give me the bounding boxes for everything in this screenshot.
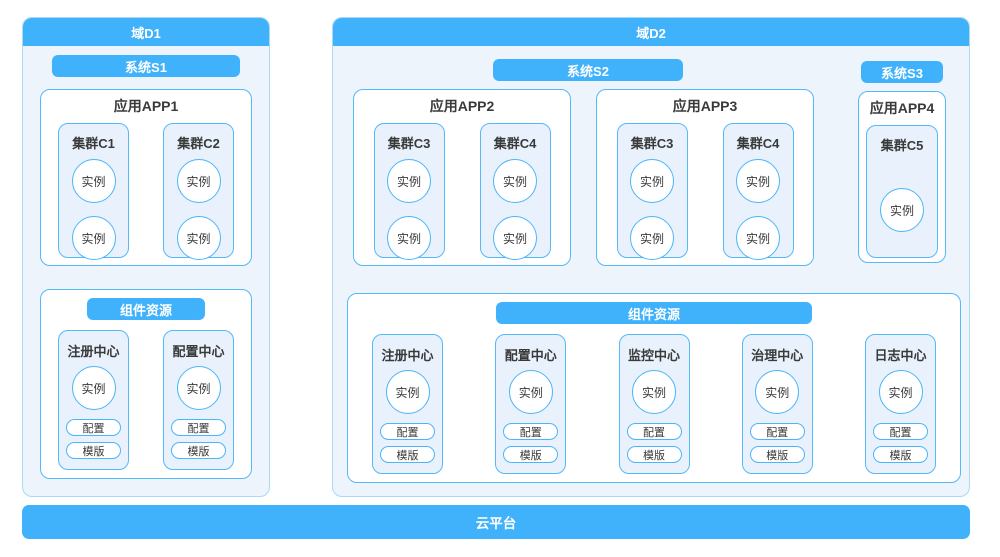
center-box-registry: 注册中心 实例 配置 模版 [372,334,443,474]
template-pill: 模版 [380,446,435,463]
system-badge-s1: 系统S1 [52,55,240,77]
cluster-title: 集群C4 [493,136,537,151]
domain-d2-title: 域D2 [636,25,666,41]
center-box-registry: 注册中心 实例 配置 模版 [58,330,129,470]
template-pill: 模版 [171,442,226,459]
app-box-app2: 应用APP2 集群C3 实例 实例 集群C4 实例 实例 [353,89,571,266]
instance-circle: 实例 [878,370,923,414]
center-box-config: 配置中心 实例 配置 模版 [495,334,567,474]
center-box-monitor: 监控中心 实例 配置 模版 [618,334,690,474]
center-title: 配置中心 [172,344,225,359]
center-title: 日志中心 [874,348,927,363]
center-box-config: 配置中心 实例 配置 模版 [163,330,234,470]
config-pill: 配置 [626,423,682,440]
cluster-box-c2: 集群C2 实例 实例 [163,123,234,260]
config-pill: 配置 [749,423,805,440]
cluster-title: 集群C5 [880,138,924,153]
instance-circle: 实例 [71,216,116,260]
cluster-title: 集群C2 [177,136,220,151]
cluster-box-c3: 集群C3 实例 实例 [616,123,688,260]
app-box-app1: 应用APP1 集群C1 实例 实例 集群C2 实例 实例 [40,89,252,266]
instance-circle: 实例 [385,370,430,414]
instance-circle: 实例 [387,159,431,203]
instance-circle: 实例 [736,216,780,260]
instance-circle: 实例 [632,370,676,414]
center-row: 注册中心 实例 配置 模版 配置中心 实例 配置 模版 [41,330,251,470]
instance-circle: 实例 [71,366,116,410]
app-box-app3: 应用APP3 集群C3 实例 实例 集群C4 实例 实例 [596,89,814,266]
template-pill: 模版 [873,446,928,463]
instance-circle: 实例 [493,216,537,260]
instance-circle: 实例 [387,216,431,260]
component-resources-badge: 组件资源 [87,298,205,320]
template-pill: 模版 [66,442,121,459]
template-pill: 模版 [503,446,559,463]
component-resources-box: 组件资源 注册中心 实例 配置 模版 配置中心 实例 配置 模版 [40,289,252,479]
instance-circle: 实例 [176,216,221,260]
instance-circle: 实例 [176,159,221,203]
config-pill: 配置 [873,423,928,440]
instance-circle: 实例 [493,159,537,203]
template-pill: 模版 [626,446,682,463]
cluster-title: 集群C3 [630,136,674,151]
instance-circle: 实例 [736,159,780,203]
cluster-title: 集群C1 [72,136,115,151]
domain-d2-header: 域D2 [333,18,969,46]
cluster-box-c4: 集群C4 实例 实例 [479,123,551,260]
app-title: 应用APP4 [869,100,935,116]
cluster-box-c5: 集群C5 实例 [866,125,938,258]
cluster-row: 集群C1 实例 实例 集群C2 实例 实例 [41,123,251,260]
cluster-box-c4: 集群C4 实例 实例 [722,123,794,260]
instance-circle: 实例 [508,370,553,414]
domain-d1: 域D1 系统S1 应用APP1 集群C1 实例 实例 集群C2 实例 实例 组件… [22,17,270,497]
app-box-app4: 应用APP4 集群C5 实例 [858,91,946,263]
app-title: 应用APP3 [672,98,738,114]
domain-d2: 域D2 系统S2 系统S3 应用APP2 集群C3 实例 实例 集群C4 实例 … [332,17,970,497]
cloud-platform-bar: 云平台 [22,505,970,539]
config-pill: 配置 [503,423,559,440]
domain-d1-title: 域D1 [131,25,161,41]
app-title: 应用APP1 [113,98,179,114]
center-box-log: 日志中心 实例 配置 模版 [865,334,936,474]
center-title: 配置中心 [504,348,557,363]
config-pill: 配置 [66,419,121,436]
cluster-row: 集群C3 实例 实例 集群C4 实例 实例 [354,123,570,260]
system-badge-s2: 系统S2 [493,59,683,81]
system-badge-s3: 系统S3 [861,61,943,83]
center-title: 注册中心 [67,344,120,359]
template-pill: 模版 [749,446,805,463]
instance-circle: 实例 [630,159,674,203]
cluster-row: 集群C3 实例 实例 集群C4 实例 实例 [597,123,813,260]
domain-d1-header: 域D1 [23,18,269,46]
app-title: 应用APP2 [429,98,495,114]
component-resources-box: 组件资源 注册中心 实例 配置 模版 配置中心 实例 配置 模版 监控中心 实例 [347,293,961,483]
instance-circle: 实例 [71,159,116,203]
center-title: 注册中心 [381,348,434,363]
cluster-title: 集群C4 [736,136,780,151]
instance-circle: 实例 [755,370,800,414]
cluster-title: 集群C3 [387,136,431,151]
instance-circle: 实例 [176,366,221,410]
cluster-box-c3: 集群C3 实例 实例 [373,123,445,260]
instance-circle: 实例 [630,216,674,260]
component-resources-badge: 组件资源 [496,302,812,324]
center-title: 监控中心 [627,348,680,363]
instance-circle: 实例 [880,188,924,232]
center-title: 治理中心 [751,348,804,363]
center-row: 注册中心 实例 配置 模版 配置中心 实例 配置 模版 监控中心 实例 配置 模… [348,334,960,474]
config-pill: 配置 [380,423,435,440]
config-pill: 配置 [171,419,226,436]
cluster-row: 集群C5 实例 [859,125,945,258]
cluster-box-c1: 集群C1 实例 实例 [58,123,129,260]
center-box-governance: 治理中心 实例 配置 模版 [741,334,813,474]
